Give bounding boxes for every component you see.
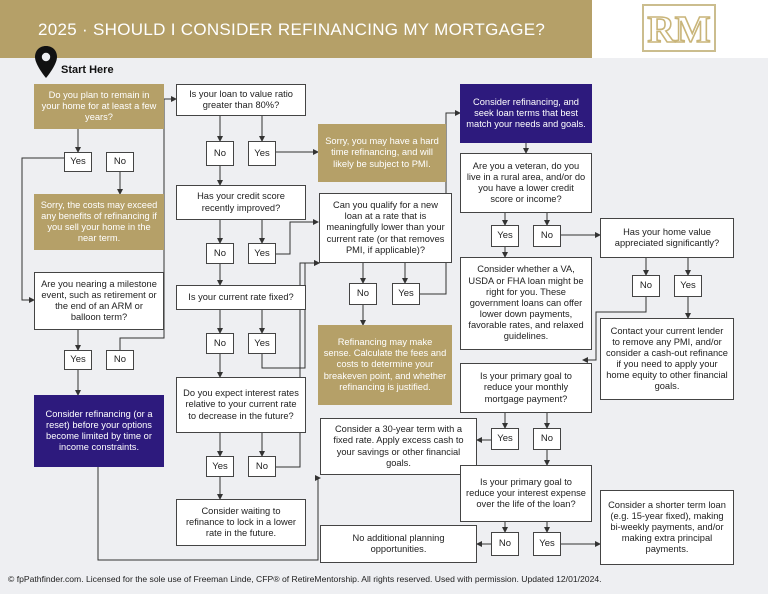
- answer-no-appreciated: No: [632, 275, 660, 297]
- answer-no-monthly: No: [533, 428, 561, 450]
- question-loan-to-value: Is your loan to value ratio greater than…: [176, 84, 306, 116]
- question-credit-score: Has your credit score recently improved?: [176, 185, 306, 220]
- answer-yes-credit: Yes: [248, 243, 276, 264]
- answer-no-veteran: No: [533, 225, 561, 247]
- answer-no-qualify: No: [349, 283, 377, 305]
- answer-yes-monthly: Yes: [491, 428, 519, 450]
- consider-30-year-box: Consider a 30-year term with a fixed rat…: [320, 418, 477, 475]
- question-expect-rates: Do you expect interest rates relative to…: [176, 377, 306, 433]
- answer-no-remain: No: [106, 152, 134, 172]
- answer-yes-qualify: Yes: [392, 283, 420, 305]
- answer-yes-milestone: Yes: [64, 350, 92, 370]
- start-label: Start Here: [61, 64, 114, 76]
- answer-yes-ltv: Yes: [248, 141, 276, 166]
- question-home-appreciated: Has your home value appreciated signific…: [600, 218, 734, 258]
- answer-yes-appreciated: Yes: [674, 275, 702, 297]
- answer-no-ltv: No: [206, 141, 234, 166]
- location-pin-icon: [35, 46, 57, 78]
- answer-yes-remain: Yes: [64, 152, 92, 172]
- consider-government-loan-box: Consider whether a VA, USDA or FHA loan …: [460, 257, 592, 350]
- page-title: 2025 · SHOULD I CONSIDER REFINANCING MY …: [38, 20, 546, 39]
- rm-logo-icon: RM: [642, 4, 716, 52]
- contact-lender-box: Contact your current lender to remove an…: [600, 318, 734, 400]
- footer-copyright: © fpPathfinder.com. Licensed for the sol…: [8, 574, 602, 584]
- question-veteran-rural: Are you a veteran, do you live in a rura…: [460, 153, 592, 213]
- question-remain-in-home: Do you plan to remain in your home for a…: [34, 84, 164, 129]
- answer-no-credit: No: [206, 243, 234, 264]
- answer-yes-veteran: Yes: [491, 225, 519, 247]
- refinancing-makes-sense-box: Refinancing may make sense. Calculate th…: [318, 325, 452, 405]
- answer-no-milestone: No: [106, 350, 134, 370]
- header-bar: 2025 · SHOULD I CONSIDER REFINANCING MY …: [0, 0, 592, 58]
- no-planning-box: No additional planning opportunities.: [320, 525, 477, 563]
- consider-shorter-term-box: Consider a shorter term loan (e.g. 15-ye…: [600, 490, 734, 565]
- question-rate-fixed: Is your current rate fixed?: [176, 285, 306, 310]
- sorry-costs-box: Sorry, the costs may exceed any benefits…: [34, 194, 164, 250]
- svg-text:RM: RM: [647, 9, 710, 51]
- consider-refinancing-terms-box: Consider refinancing, and seek loan term…: [460, 84, 592, 143]
- answer-no-interest: No: [491, 532, 519, 556]
- question-reduce-monthly: Is your primary goal to reduce your mont…: [460, 363, 592, 413]
- logo: RM: [592, 0, 768, 58]
- consider-reset-box: Consider refinancing (or a reset) before…: [34, 395, 164, 467]
- answer-yes-expect: Yes: [206, 456, 234, 477]
- question-reduce-interest: Is your primary goal to reduce your inte…: [460, 465, 592, 522]
- answer-no-expect: No: [248, 456, 276, 477]
- answer-yes-fixed: Yes: [248, 333, 276, 354]
- question-qualify-lower-rate: Can you qualify for a new loan at a rate…: [319, 193, 452, 263]
- answer-no-fixed: No: [206, 333, 234, 354]
- sorry-hard-time-box: Sorry, you may have a hard time refinanc…: [318, 124, 446, 182]
- question-milestone-event: Are you nearing a milestone event, such …: [34, 272, 164, 330]
- answer-yes-interest: Yes: [533, 532, 561, 556]
- consider-waiting-box: Consider waiting to refinance to lock in…: [176, 499, 306, 546]
